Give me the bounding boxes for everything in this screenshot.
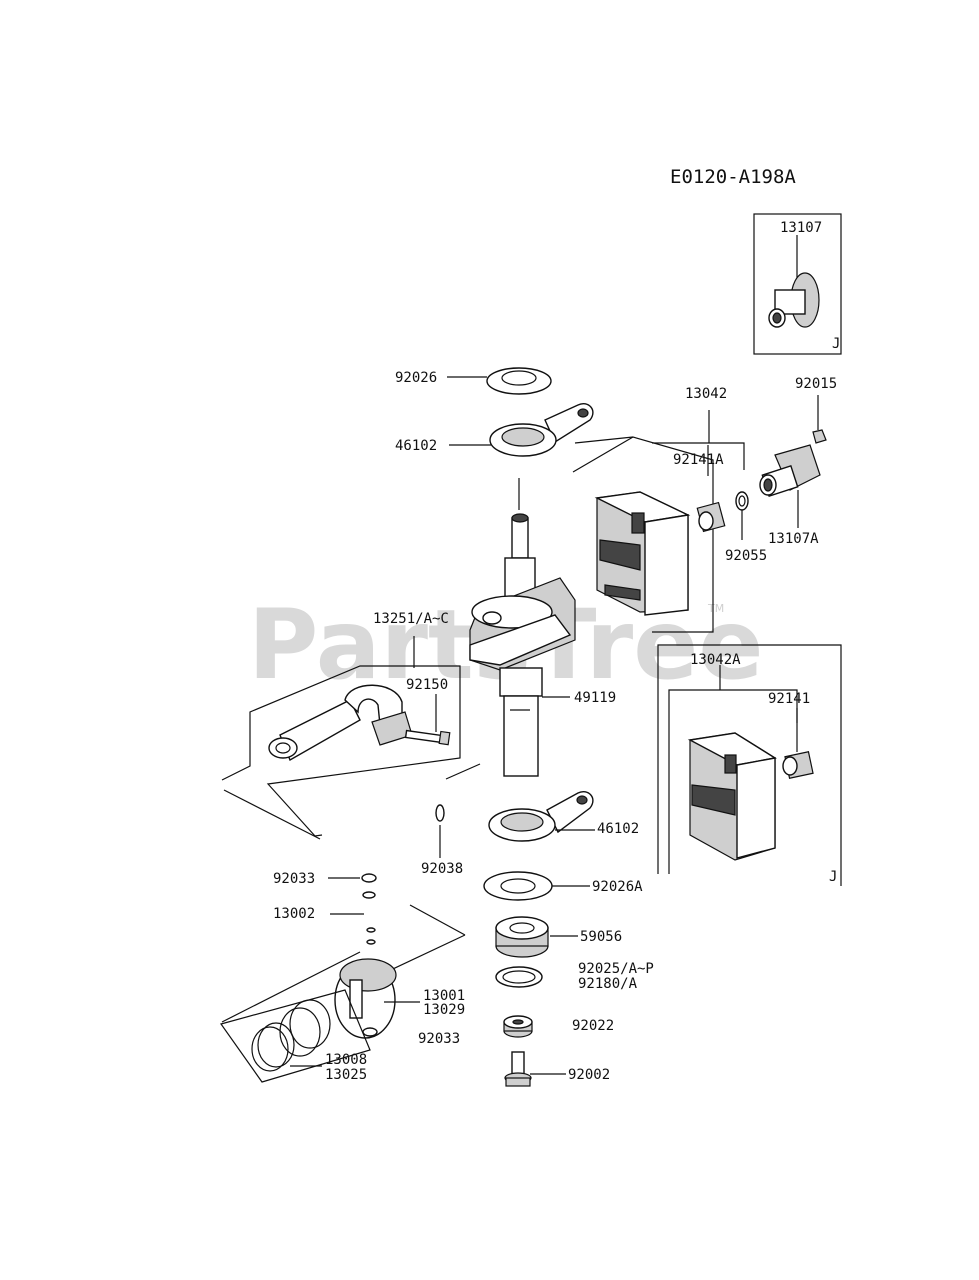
inset-marker-j: J [829, 869, 837, 885]
piston-ring-part[interactable] [251, 999, 331, 1072]
group-bracket [574, 436, 634, 444]
washer-part-92026[interactable] [486, 367, 552, 395]
inset-frame [753, 213, 842, 355]
label-92141: 92141 [768, 691, 810, 707]
label-49119: 49119 [574, 690, 616, 706]
group-bracket-13042A [668, 689, 798, 874]
crankcase-group-13042 [572, 395, 827, 633]
crankcase-block-part[interactable] [594, 491, 691, 616]
label-13042A: 13042A [690, 652, 741, 668]
group-outline [221, 665, 461, 837]
washer-part-92025[interactable] [495, 966, 543, 988]
key-part-92038[interactable] [435, 804, 445, 822]
label-92141A: 92141A [673, 452, 724, 468]
gear-part-59056[interactable] [495, 916, 549, 958]
bearing-part-46102-bottom[interactable] [488, 791, 594, 842]
group-bracket [409, 904, 466, 936]
circlip-part-92033-top[interactable] [361, 873, 377, 899]
bearing-housing-part-13107[interactable] [768, 272, 820, 328]
label-92025: 92025/A~P [578, 961, 654, 977]
bearing-housing-part-13107A[interactable] [759, 444, 821, 497]
inset-marker-j: J [832, 336, 840, 352]
label-13008: 13008 [325, 1052, 367, 1068]
bolt-part-92150[interactable] [404, 729, 451, 746]
diagram-code: E0120-A198A [670, 166, 796, 188]
label-92150: 92150 [406, 677, 448, 693]
group-bracket [223, 789, 321, 840]
spacer-part-92022[interactable] [503, 1015, 533, 1038]
inset-13107: J [753, 213, 842, 355]
label-92033-bottom: 92033 [418, 1031, 460, 1047]
label-13042: 13042 [685, 386, 727, 402]
group-outline [572, 436, 714, 633]
label-13025: 13025 [325, 1067, 367, 1083]
leader-line [445, 763, 481, 780]
label-13107A: 13107A [768, 531, 819, 547]
group-bracket [221, 951, 361, 1023]
o-ring-part-92055[interactable] [735, 491, 749, 511]
inset-13042A: J [657, 644, 842, 886]
label-92026A: 92026A [592, 879, 643, 895]
label-13029: 13029 [423, 1002, 465, 1018]
inset-frame [657, 644, 842, 886]
watermark-trademark: TM [707, 602, 724, 615]
piston-pin-part-13002[interactable] [366, 927, 376, 945]
bolt-part-92015[interactable] [812, 429, 827, 444]
bushing-part-92141[interactable] [782, 751, 814, 779]
crankshaft-part-13251[interactable] [469, 513, 576, 777]
label-13002: 13002 [273, 906, 315, 922]
piston-part-13001[interactable] [334, 958, 397, 1039]
label-92026: 92026 [395, 370, 437, 386]
label-92038: 92038 [421, 861, 463, 877]
bushing-part-92141A[interactable] [696, 501, 726, 533]
connecting-rod-group [221, 636, 461, 840]
label-13251: 13251/A~C [373, 611, 449, 627]
label-92002: 92002 [568, 1067, 610, 1083]
label-46102-top: 46102 [395, 438, 437, 454]
label-92033-top: 92033 [273, 871, 315, 887]
label-13107: 13107 [780, 220, 822, 236]
crankcase-block-part-13042A[interactable] [687, 732, 777, 861]
label-59056: 59056 [580, 929, 622, 945]
label-92022: 92022 [572, 1018, 614, 1034]
bolt-part-92002[interactable] [504, 1051, 532, 1087]
group-bracket-13042 [652, 442, 745, 470]
washer-part-92026A[interactable] [483, 871, 553, 901]
label-46102-bottom: 46102 [597, 821, 639, 837]
label-92055: 92055 [725, 548, 767, 564]
bearing-part-46102-top[interactable] [489, 403, 594, 457]
label-92015: 92015 [795, 376, 837, 392]
label-13001: 13001 [423, 988, 465, 1004]
circlip-part-92033-bottom[interactable] [362, 1027, 378, 1037]
piston-rings-group [220, 989, 371, 1083]
label-92180: 92180/A [578, 976, 638, 992]
